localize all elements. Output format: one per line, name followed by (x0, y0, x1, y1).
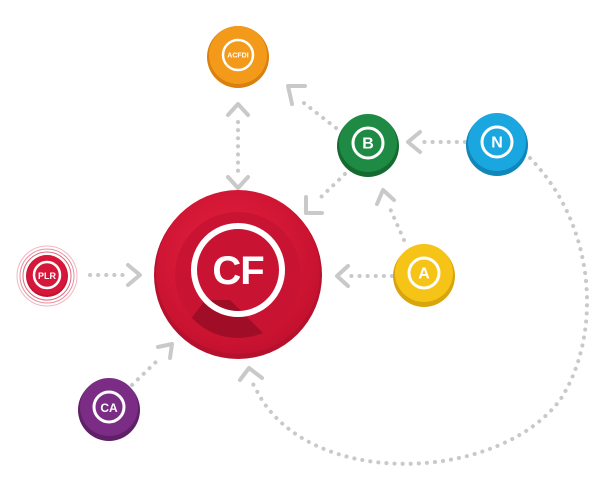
connector-b-acfdi (298, 98, 338, 130)
connector-a-b (386, 202, 406, 242)
arrow-ca-cf (156, 342, 174, 360)
center-node-label: CF (212, 249, 263, 293)
node-b[interactable]: B (337, 114, 399, 177)
node-plr-label: PLR (38, 271, 57, 281)
arrow-b-acfdi (286, 84, 307, 106)
node-acfdi[interactable]: ACFDI (207, 26, 269, 88)
arrow-b-cf (304, 195, 324, 215)
node-plr[interactable]: PLR (16, 245, 78, 307)
node-a-label: A (418, 266, 430, 283)
connector-b-cf (316, 172, 347, 202)
node-ca[interactable]: CA (78, 378, 140, 441)
node-b-label: B (362, 136, 374, 153)
connectors (88, 84, 589, 466)
node-acfdi-label: ACFDI (227, 53, 248, 60)
connector-ca-cf (130, 356, 162, 387)
arrow-n-cf (238, 366, 264, 382)
arrow-to-acfdi (226, 102, 250, 117)
arrow-n-b (406, 130, 422, 154)
arrow-a-b (375, 188, 396, 206)
node-ca-label: CA (100, 401, 118, 415)
center-node-cf[interactable]: CF (154, 190, 322, 380)
arrow-to-cf-top (226, 175, 250, 190)
node-a[interactable]: A (393, 244, 455, 307)
connector-n-cf-curve (248, 156, 589, 466)
node-n[interactable]: N (466, 113, 528, 176)
arrow-plr-cf (126, 263, 142, 287)
node-n-label: N (491, 135, 503, 152)
arrow-a-cf (335, 264, 350, 288)
